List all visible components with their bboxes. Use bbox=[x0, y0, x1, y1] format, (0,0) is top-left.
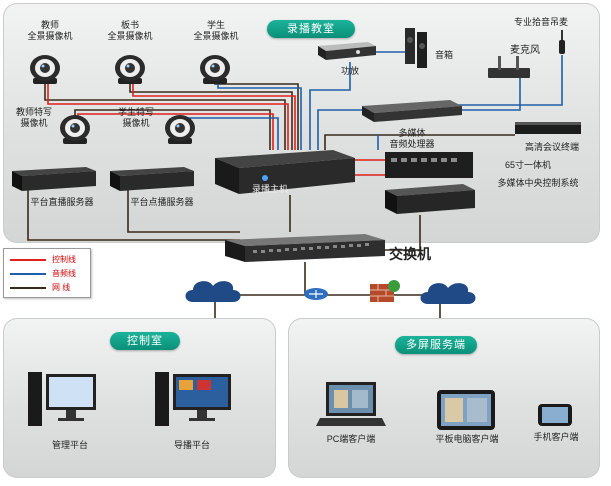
board-cam-icon bbox=[115, 55, 145, 84]
ceiling-mic-label: 专业拾音吊麦 bbox=[513, 17, 568, 27]
recorder-label: 录播主机 bbox=[251, 184, 288, 194]
amplifier-icon bbox=[318, 42, 376, 60]
audio-processor-icon bbox=[362, 100, 462, 122]
conference-label: 高清会议终端 bbox=[524, 142, 579, 152]
teacher-cam-icon bbox=[30, 55, 60, 84]
cable-teacher-cam-ctrl bbox=[47, 78, 289, 150]
central-control-label: 多媒体中央控制系统 bbox=[497, 178, 579, 188]
vod-server-icon bbox=[110, 167, 194, 191]
cable-board-cam-ctrl bbox=[132, 78, 296, 150]
teacher-track-label: 教师特写 摄像机 bbox=[15, 107, 52, 128]
tablet-client-label: 平板电脑客户端 bbox=[435, 434, 499, 444]
control-panel-icon bbox=[385, 152, 473, 178]
pc-client-label: PC端客户端 bbox=[326, 434, 376, 444]
cable-ceiling-mic bbox=[455, 55, 563, 106]
cable-vod-server bbox=[127, 190, 240, 233]
mic-label: 麦克风 bbox=[510, 45, 540, 56]
manage-platform-icon bbox=[28, 372, 96, 426]
cable-live-server bbox=[27, 190, 240, 241]
cable-mic bbox=[455, 75, 521, 111]
control-host-icon bbox=[385, 184, 475, 214]
cable-board-cam bbox=[129, 78, 293, 150]
speaker-label: 音箱 bbox=[434, 50, 453, 60]
speaker-icon bbox=[405, 28, 427, 68]
cable-teacher-cam bbox=[44, 78, 286, 150]
director-platform-icon bbox=[155, 372, 231, 426]
teacher-cam-label: 教师 全景摄像机 bbox=[27, 20, 73, 41]
amplifier-label: 功放 bbox=[340, 66, 359, 76]
firewall-icon bbox=[370, 280, 400, 302]
legend: 控制线 音频线 网 线 bbox=[3, 248, 91, 298]
laptop-icon bbox=[316, 382, 386, 426]
switch-label: 交换机 bbox=[389, 246, 431, 262]
director-platform-label: 导播平台 bbox=[173, 440, 210, 450]
audio-processor-label: 多媒体 音频处理器 bbox=[389, 128, 435, 149]
legend-row-control: 控制线 bbox=[10, 254, 76, 264]
manage-platform-label: 管理平台 bbox=[51, 440, 88, 450]
cloud-left-icon bbox=[185, 281, 241, 302]
cable-audio-proc bbox=[317, 109, 365, 150]
router-icon bbox=[304, 288, 328, 300]
ceiling-mic-icon bbox=[559, 30, 565, 54]
student-track-cam-icon bbox=[165, 115, 195, 144]
legend-row-network: 网 线 bbox=[10, 282, 70, 292]
board-cam-label: 板书 全景摄像机 bbox=[107, 20, 153, 41]
all-in-one-label: 65寸一体机 bbox=[504, 160, 551, 170]
recorder-host-icon bbox=[215, 150, 355, 194]
control-room-title: 控制室 bbox=[110, 332, 180, 350]
phone-icon bbox=[538, 404, 572, 426]
live-server-label: 平台直播服务器 bbox=[30, 197, 94, 207]
legend-row-audio: 音频线 bbox=[10, 268, 76, 278]
multi-screen-title: 多屏服务端 bbox=[395, 336, 477, 354]
vod-server-label: 平台点播服务器 bbox=[130, 197, 194, 207]
cable-conference bbox=[324, 134, 515, 150]
student-cam-icon bbox=[200, 55, 230, 84]
cable-amplifier bbox=[309, 62, 351, 150]
switch-icon bbox=[225, 234, 385, 262]
mic-icon bbox=[488, 56, 530, 78]
classroom-title: 录播教室 bbox=[267, 20, 355, 38]
student-cam-label: 学生 全景摄像机 bbox=[193, 20, 239, 41]
conference-terminal-icon bbox=[515, 122, 581, 134]
teacher-track-cam-icon bbox=[60, 115, 90, 144]
tablet-icon bbox=[437, 390, 495, 430]
live-server-icon bbox=[12, 167, 96, 191]
cloud-right-icon bbox=[420, 283, 476, 304]
student-track-label: 学生特写 摄像机 bbox=[117, 107, 154, 128]
phone-client-label: 手机客户端 bbox=[533, 432, 579, 442]
